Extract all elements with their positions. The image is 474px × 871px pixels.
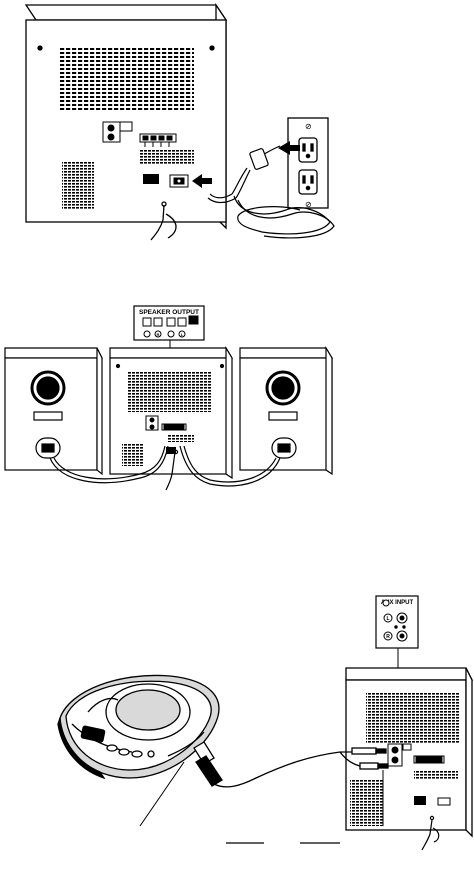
portable-cd-player [58,675,219,778]
aux-unit-lower-vent-grille [350,780,384,826]
aux-unit-voltage-switch [414,796,426,805]
svg-text:⊘: ⊘ [305,122,312,131]
panel-power-connection: ⊘ ⊘ [26,5,334,240]
lower-left-vent-grille [62,162,94,210]
main-unit-rear [26,5,226,228]
middle-vent-grille [140,150,194,164]
upper-vent-grille [60,48,194,112]
center-upper-vent-grille [128,372,212,412]
center-terminal-strip [162,424,186,430]
wall-outlet: ⊘ ⊘ [288,118,328,209]
speaker-output-label: SPEAKER OUTPUT [139,309,199,316]
aux-unit-mid-vent-grille [414,770,458,780]
svg-text:⊘: ⊘ [305,200,312,209]
center-lower-vent-grille [122,444,144,466]
center-aux-jacks [146,416,158,430]
right-speaker-cabinet [240,348,332,474]
aux-unit-ac-inlet [438,798,450,805]
speaker-output-terminal-right: R [157,332,160,337]
ac-inlet [170,175,188,187]
aux-unit-terminal-strip [414,756,444,763]
aux-input-terminal-right: R [386,634,390,640]
left-speaker-cabinet [5,348,102,474]
center-mid-vent-grille [168,434,194,442]
aux-input-terminal-left: L [386,616,389,622]
voltage-switch [143,174,159,184]
panel-aux-connection: AUX INPUT L R [58,596,472,850]
aux-unit-upper-vent-grille [366,692,460,744]
panel-speaker-connection: SPEAKER OUTPUT R L [5,306,332,490]
